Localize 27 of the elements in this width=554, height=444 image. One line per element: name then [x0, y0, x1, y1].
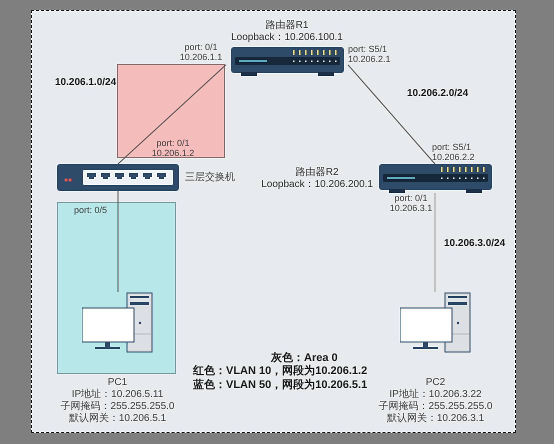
port-label: port: 0/5 [74, 205, 108, 215]
device-info: Loopback：10.206.100.1 [231, 32, 343, 44]
port-label: port: 0/1 10.206.3.1 [388, 193, 434, 213]
device-info: IP地址：10.206.3.22 [389, 389, 482, 401]
network-link [434, 192, 436, 292]
device-info: 子网掩码：255.255.255.0 [378, 401, 492, 412]
device-info: 默认网关：10.206.3.1 [386, 413, 484, 425]
port-label: port: 0/1 10.206.1.2 [150, 138, 196, 158]
device-name: 三层交换机 [185, 172, 235, 183]
port-label: port: 0/1 10.206.1.1 [178, 42, 224, 62]
subnet-label: 10.206.1.0/24 [55, 76, 116, 90]
device-info: IP地址：10.206.5.11 [72, 389, 164, 401]
device-info: Loopback：10.206.200.1 [261, 178, 373, 190]
device-info: 子网掩码：255.255.255.0 [60, 401, 174, 412]
legend-note: 灰色：Area 0 [271, 350, 338, 364]
subnet-label: 10.206.3.0/24 [444, 237, 506, 251]
device-info: 默认网关：10.206.5.1 [68, 413, 166, 425]
legend-note: 红色：VLAN 10，网段为10.206.1.2 [193, 364, 368, 378]
port-label: port: S5/1 10.206.2.1 [348, 44, 392, 64]
device-name: 路由器R1 [266, 20, 308, 32]
device-name: 路由器R2 [296, 166, 339, 178]
device-name: PC1 [108, 377, 128, 389]
device-name: PC2 [426, 377, 446, 389]
port-label: port: S5/1 10.206.2.2 [432, 142, 476, 162]
legend-note: 蓝色：VLAN 50，网段为10.206.5.1 [193, 378, 368, 393]
subnet-label: 10.206.2.0/24 [407, 87, 468, 101]
network-link [348, 64, 436, 164]
